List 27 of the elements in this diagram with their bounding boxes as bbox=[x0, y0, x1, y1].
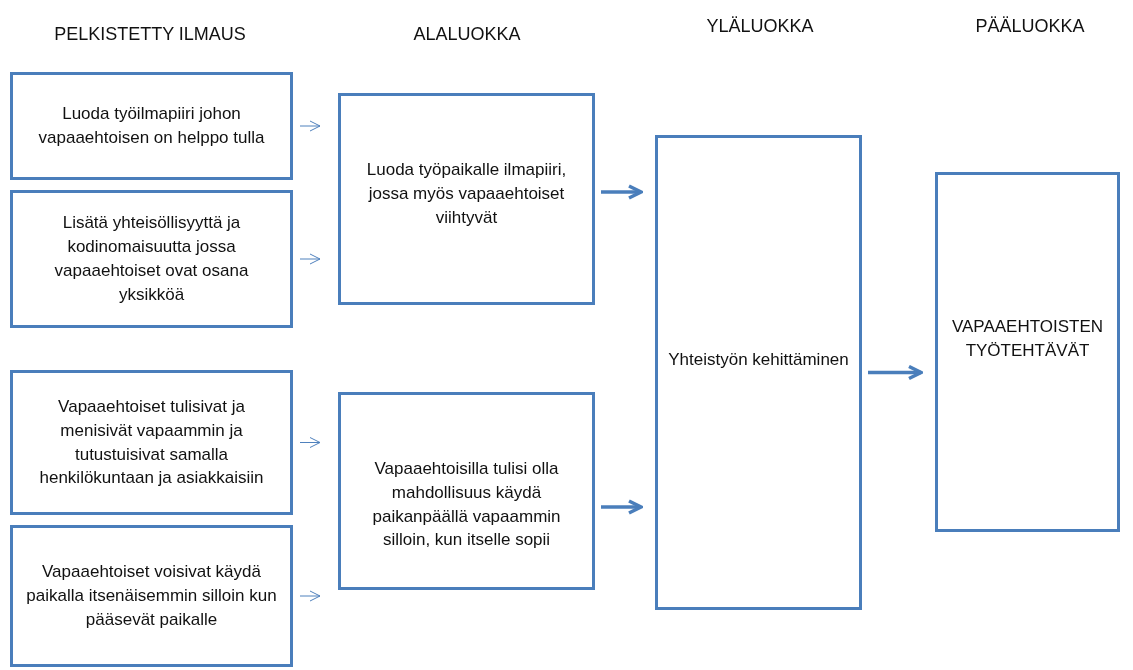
category-box bbox=[935, 172, 1120, 532]
column-heading: PELKISTETTY ILMAUS bbox=[54, 24, 246, 45]
arrow bbox=[601, 499, 643, 515]
category-box bbox=[10, 370, 293, 515]
arrow bbox=[299, 120, 321, 132]
category-box bbox=[10, 525, 293, 667]
column-heading: PÄÄLUOKKA bbox=[975, 16, 1085, 37]
box-text: Vapaaehtoiset tulisivat ja menisivät vapaammin ja tutustuisivat samalla henkilökuntaan ja asiakkaisiin bbox=[38, 395, 265, 490]
arrow bbox=[299, 437, 321, 448]
box-text: Vapaaehtoiset voisivat käydä paikalla itsenäisemmin silloin kun pääsevät paikalle bbox=[25, 561, 278, 631]
box-text: VAPAAEHTOISTEN TYÖTEHTÄVÄT bbox=[950, 316, 1105, 362]
category-box bbox=[10, 72, 293, 180]
box-text: Lisätä yhteisöllisyyttä ja kodinomaisuutta jossa vapaaehtoiset ovat osana yksikköä bbox=[53, 212, 250, 306]
arrow bbox=[868, 364, 923, 381]
category-box bbox=[338, 93, 595, 305]
category-box bbox=[10, 190, 293, 328]
column-heading: YLÄLUOKKA bbox=[706, 16, 814, 37]
arrow bbox=[299, 253, 321, 265]
column-heading: ALALUOKKA bbox=[413, 24, 521, 45]
box-text: Luoda työilmapiiri johon vapaaehtoisen on helppo tulla bbox=[37, 103, 266, 149]
category-box bbox=[338, 392, 595, 590]
category-box bbox=[655, 135, 862, 610]
box-text: Yhteistyön kehittäminen bbox=[668, 349, 849, 371]
arrow bbox=[299, 590, 321, 602]
box-text: Vapaaehtoisilla tulisi olla mahdollisuus käydä paikanpäällä vapaammin silloin, kun itselle sopii bbox=[371, 458, 562, 552]
box-text: Luoda työpaikalle ilmapiiri, jossa myös vapaaehtoiset viihtyvät bbox=[365, 159, 568, 229]
arrow bbox=[601, 184, 643, 200]
